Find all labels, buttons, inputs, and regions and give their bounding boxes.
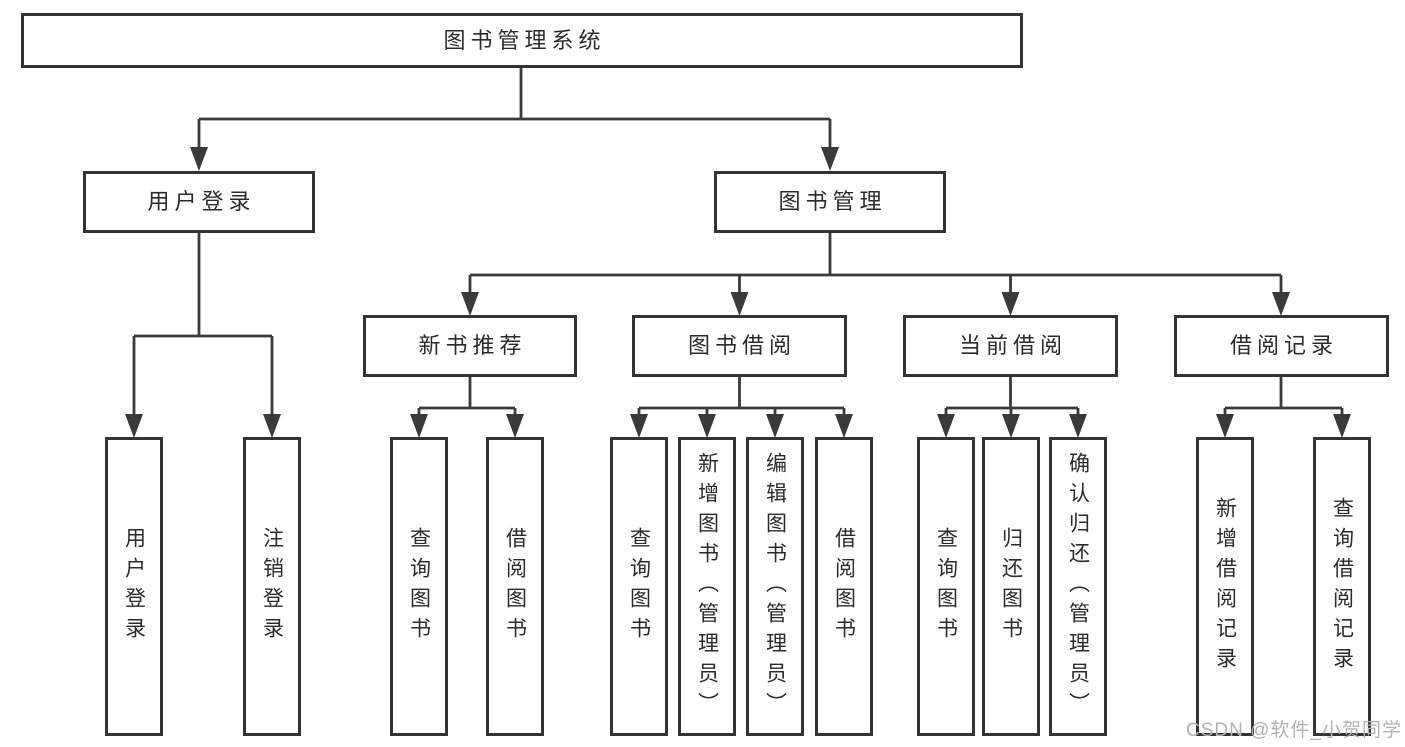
node-current-borrowing-label: 当前借阅 bbox=[958, 333, 1067, 358]
leaf-logout-label: 注销登录 bbox=[260, 526, 284, 647]
leaf-user-login: 用户登录 bbox=[105, 437, 163, 736]
leaf-add-borrow-record: 新增借阅记录 bbox=[1196, 437, 1254, 736]
connector-current-borrowing-children bbox=[937, 376, 1087, 438]
node-borrowing-records-label: 借阅记录 bbox=[1229, 333, 1338, 358]
leaf-edit-books-admin: 编辑图书（管理员） bbox=[746, 437, 804, 736]
node-root: 图书管理系统 bbox=[21, 13, 1023, 68]
connector-root-to-branches bbox=[190, 67, 839, 171]
node-new-book-recommend-label: 新书推荐 bbox=[418, 333, 527, 358]
connector-new-book-recommend-children bbox=[410, 376, 524, 438]
leaf-borrow-books-2: 借阅图书 bbox=[815, 437, 873, 736]
leaf-borrow-books-1: 借阅图书 bbox=[486, 437, 544, 736]
leaf-borrow-books-1-label: 借阅图书 bbox=[503, 526, 527, 647]
node-user-login: 用户登录 bbox=[83, 171, 315, 233]
leaf-search-books-1-label: 查询图书 bbox=[407, 526, 431, 647]
connector-book-borrowing-children bbox=[630, 376, 853, 438]
leaf-confirm-return-admin: 确认归还（管理员） bbox=[1049, 437, 1107, 736]
node-borrowing-records: 借阅记录 bbox=[1174, 315, 1389, 377]
leaf-edit-books-admin-label: 编辑图书（管理员） bbox=[763, 451, 787, 722]
leaf-return-books-label: 归还图书 bbox=[999, 526, 1023, 647]
node-book-borrowing: 图书借阅 bbox=[632, 315, 847, 377]
leaf-add-books-admin-label: 新增图书（管理员） bbox=[695, 451, 719, 722]
leaf-search-books-3-label: 查询图书 bbox=[934, 526, 958, 647]
csdn-watermark: CSDN @软件_小贺同学 bbox=[1186, 720, 1402, 741]
connector-user-login-children bbox=[125, 231, 281, 438]
node-book-management: 图书管理 bbox=[714, 171, 946, 233]
node-user-login-label: 用户登录 bbox=[147, 189, 256, 214]
leaf-add-borrow-record-label: 新增借阅记录 bbox=[1213, 496, 1237, 677]
leaf-logout: 注销登录 bbox=[243, 437, 301, 736]
leaf-return-books: 归还图书 bbox=[982, 437, 1040, 736]
leaf-search-borrow-record-label: 查询借阅记录 bbox=[1330, 496, 1354, 677]
leaf-search-books-2-label: 查询图书 bbox=[627, 526, 651, 647]
leaf-confirm-return-admin-label: 确认归还（管理员） bbox=[1066, 451, 1090, 722]
node-root-label: 图书管理系统 bbox=[443, 27, 606, 53]
node-current-borrowing: 当前借阅 bbox=[903, 315, 1118, 377]
leaf-search-books-1: 查询图书 bbox=[390, 437, 448, 736]
leaf-add-books-admin: 新增图书（管理员） bbox=[678, 437, 736, 736]
leaf-search-borrow-record: 查询借阅记录 bbox=[1313, 437, 1371, 736]
node-new-book-recommend: 新书推荐 bbox=[363, 315, 577, 377]
leaf-search-books-2: 查询图书 bbox=[610, 437, 668, 736]
node-book-borrowing-label: 图书借阅 bbox=[687, 333, 796, 358]
leaf-borrow-books-2-label: 借阅图书 bbox=[832, 526, 856, 647]
connector-borrowing-records-children bbox=[1216, 376, 1351, 438]
leaf-user-login-label: 用户登录 bbox=[122, 526, 146, 647]
node-book-management-label: 图书管理 bbox=[778, 189, 887, 214]
leaf-search-books-3: 查询图书 bbox=[917, 437, 975, 736]
connector-book-management-children bbox=[461, 231, 1290, 316]
